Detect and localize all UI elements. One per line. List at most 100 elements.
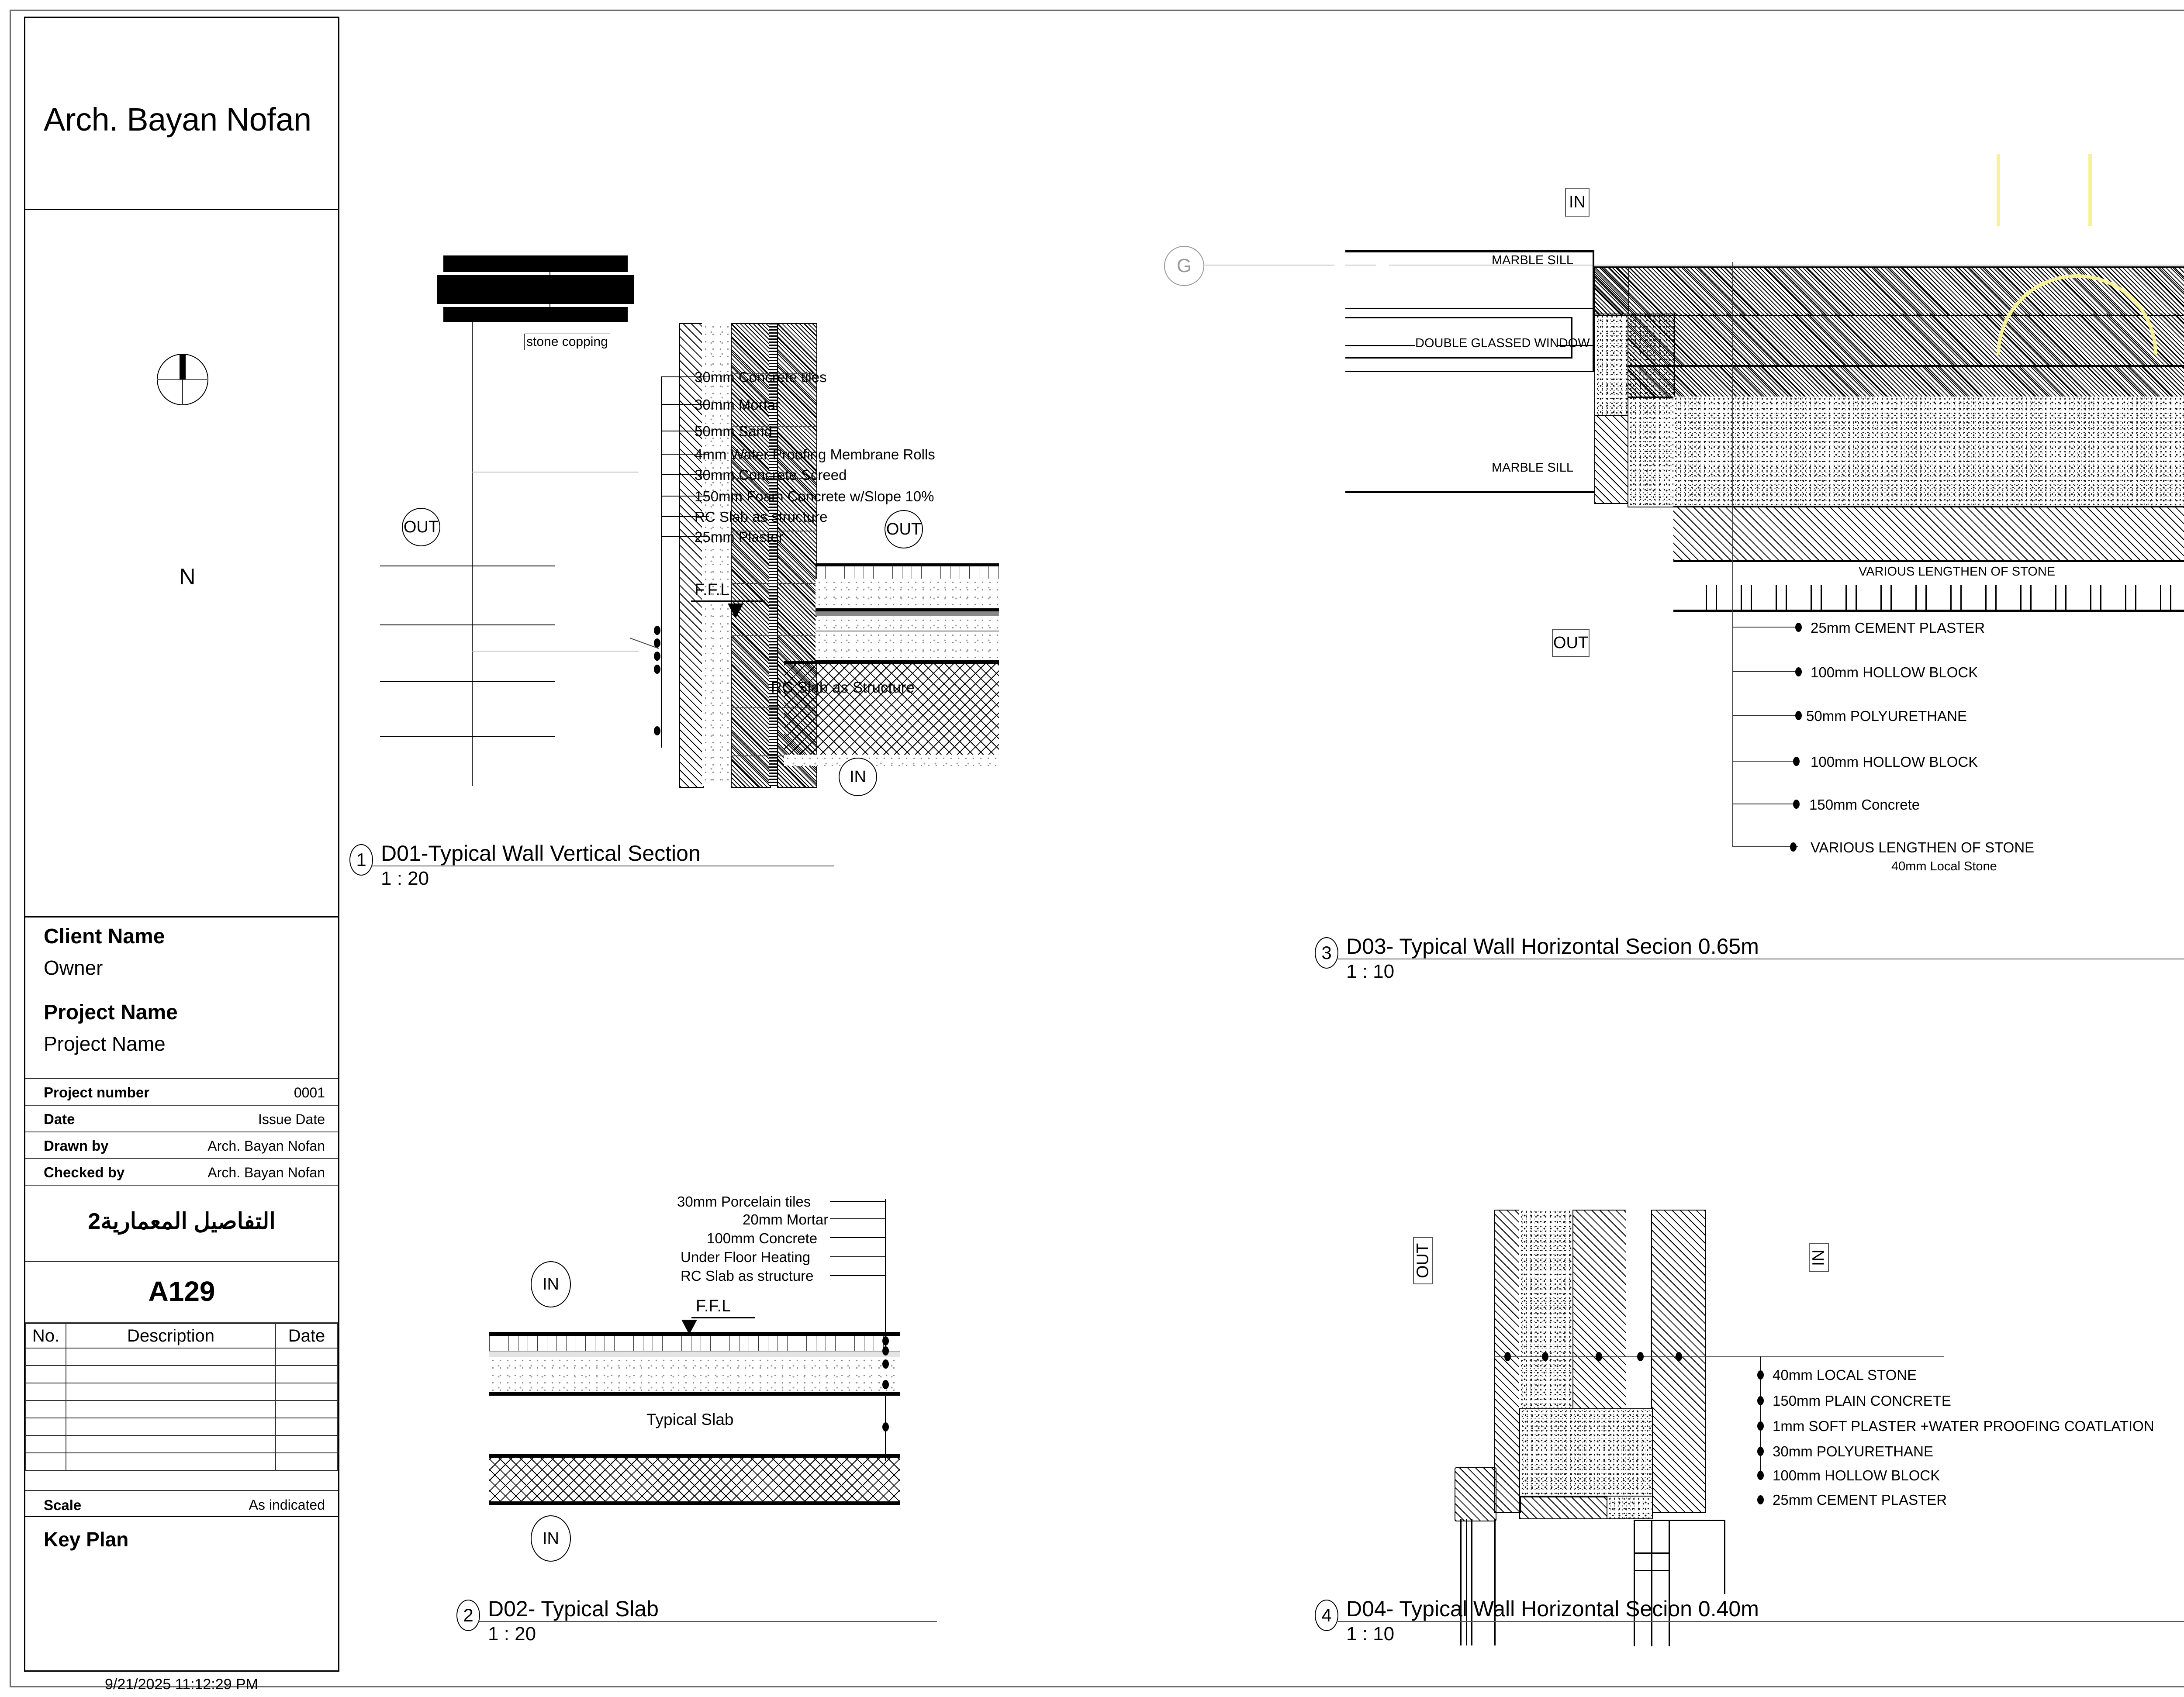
d02-leader <box>830 1218 886 1219</box>
d01-ffl-underline <box>691 600 765 602</box>
d01-node-dot <box>654 665 660 674</box>
scale-value: As indicated <box>249 1497 325 1513</box>
d03-layer-label: 50mm POLYURETHANE <box>1806 708 1967 724</box>
d03-window-leader-right <box>1557 345 1594 346</box>
checked-by-label: Checked by <box>44 1164 125 1180</box>
d04-mark-out: OUT <box>1413 1237 1433 1284</box>
project-number-row: Project number 0001 <box>25 1079 338 1106</box>
d01-detail-bubble: 1 <box>349 844 373 876</box>
d01-node-dot <box>654 726 660 735</box>
d01-sand-layer <box>816 579 999 611</box>
d04-node-dot <box>1637 1352 1644 1361</box>
d03-layer-label: 150mm Concrete <box>1809 797 1920 813</box>
d03-detail-bubble: 3 <box>1315 937 1338 969</box>
d04-jamb-rebate <box>1635 1570 1669 1571</box>
d04-jamb-head <box>1634 1520 1725 1521</box>
d01-mark-in: IN <box>839 758 877 796</box>
d04-jamb-line <box>1651 1520 1652 1646</box>
d03-grid-line <box>1345 265 1376 266</box>
d03-layer-label: 100mm HOLLOW BLOCK <box>1811 664 1978 680</box>
d04-bullet-dot <box>1757 1370 1764 1380</box>
drawn-by-row: Drawn by Arch. Bayan Nofan <box>25 1132 338 1159</box>
table-row[interactable] <box>25 1452 338 1471</box>
d04-node-dot <box>1596 1352 1602 1361</box>
d01-mark-out-left: OUT <box>402 508 440 546</box>
d03-sill-bottom-edge <box>1345 491 1594 493</box>
d04-scale-text: 1 : 10 <box>1346 1623 1395 1645</box>
d04-door-leaf-line <box>1460 1519 1462 1645</box>
arabic-sheet-title: التفاصيل المعمارية2 <box>88 1209 276 1234</box>
d02-concrete-layer <box>489 1357 900 1392</box>
d01-coping-base <box>454 321 598 322</box>
d01-course-line <box>731 478 816 479</box>
d03-layer-label: VARIOUS LENGTHEN OF STONE <box>1811 839 2035 855</box>
d03-scale-text: 1 : 10 <box>1346 961 1395 982</box>
d01-leader-spine <box>661 376 662 748</box>
d03-title-text: D03- Typical Wall Horizontal Secion 0.65… <box>1346 934 1759 959</box>
d03-grid-line <box>1203 265 1334 266</box>
d01-layer-label: 30mm Concrete Screed <box>695 467 847 483</box>
d04-jamb-edge <box>1724 1520 1725 1594</box>
d01-detail-number: 1 <box>356 849 366 870</box>
d01-rc-slab <box>784 661 999 758</box>
d02-typical-slab-label: Typical Slab <box>646 1411 734 1428</box>
d03-bullet-dot <box>1795 667 1802 676</box>
d03-detail-number: 3 <box>1321 942 1332 963</box>
d04-layer-label: 30mm POLYURETHANE <box>1773 1443 1933 1459</box>
d04-local-stone <box>1494 1210 1521 1513</box>
d03-stone-label: VARIOUS LENGTHEN OF STONE <box>1859 565 2056 579</box>
d02-ffl-label: F.F.L <box>696 1297 731 1315</box>
checked-by-value: Arch. Bayan Nofan <box>207 1165 325 1180</box>
d04-jamb-rebate <box>1635 1552 1669 1554</box>
d01-coping-mid <box>437 275 634 304</box>
scale-row: Scale As indicated <box>25 1490 338 1517</box>
d03-window-line <box>1345 308 1594 309</box>
d01-facade-riser <box>549 271 550 320</box>
north-arrow-icon <box>157 354 208 405</box>
d01-course-line <box>731 707 816 708</box>
d03-window-leader <box>1345 345 1415 346</box>
d04-bullet-dot <box>1757 1421 1764 1431</box>
north-label: N <box>179 564 196 590</box>
table-row[interactable] <box>25 1348 338 1366</box>
d01-course-ext <box>380 681 555 682</box>
table-row[interactable] <box>25 1365 338 1383</box>
d02-bullet-dot <box>882 1346 889 1356</box>
d01-ref-line <box>472 651 639 652</box>
d01-course-line <box>731 755 816 756</box>
d01-facade-top <box>472 319 550 320</box>
firm-name: Arch. Bayan Nofan <box>44 101 311 138</box>
d04-return-speck <box>1607 1496 1653 1519</box>
d03-leader <box>1732 715 1798 716</box>
d02-layer-label: 20mm Mortar <box>743 1211 829 1228</box>
d01-reinforcement <box>769 323 777 786</box>
d01-scale-text: 1 : 20 <box>381 868 429 889</box>
date-value: Issue Date <box>258 1111 325 1127</box>
d03-local-stone-note: 40mm Local Stone <box>1891 859 1997 873</box>
d04-detail-bubble: 4 <box>1315 1600 1338 1631</box>
revision-col-date: Date <box>275 1323 338 1349</box>
d01-layer-label: 150mm Foam Concrete w/Slope 10% <box>695 488 934 504</box>
table-row[interactable] <box>25 1383 338 1401</box>
table-row[interactable] <box>25 1400 338 1418</box>
table-row[interactable] <box>25 1418 338 1436</box>
table-row[interactable] <box>25 1435 338 1453</box>
d03-sill-top-edge <box>1345 250 1594 252</box>
d01-stone-copping-label: stone copping <box>524 334 610 350</box>
d03-mark-in: IN <box>1565 188 1590 217</box>
d02-bullet-dot <box>882 1359 889 1369</box>
d04-detail-number: 4 <box>1321 1605 1332 1625</box>
d03-stone-bottom-edge <box>1673 610 2184 612</box>
print-timestamp: 9/21/2025 11:12:29 PM <box>105 1676 258 1693</box>
d03-grid-line <box>1389 265 2184 266</box>
d02-tile-layer <box>489 1336 900 1351</box>
d03-marble-sill-bottom-label: MARBLE SILL <box>1492 461 1573 475</box>
drawn-by-value: Arch. Bayan Nofan <box>207 1138 325 1154</box>
d01-screed-layer <box>816 617 999 631</box>
project-number-value: 0001 <box>294 1085 325 1100</box>
d03-stone-teeth <box>1706 585 2184 611</box>
d01-facade-shelf <box>549 271 628 272</box>
project-name-label: Project Name <box>44 1001 178 1024</box>
title-block: Arch. Bayan Nofan N Client Name Owner Pr… <box>24 17 339 1672</box>
d02-detail-bubble: 2 <box>456 1600 480 1631</box>
